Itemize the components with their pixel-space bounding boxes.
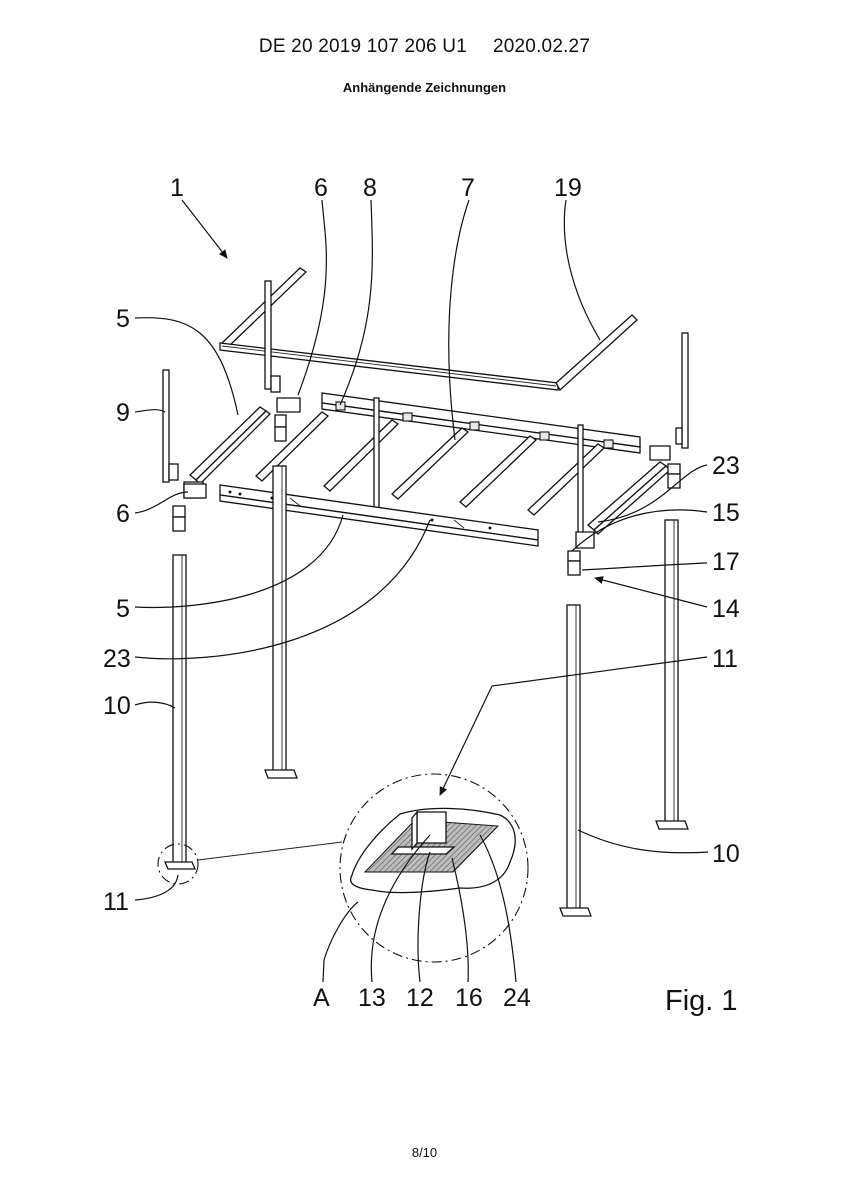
ref-6-left: 6 [116,500,130,528]
ref-1: 1 [170,174,184,202]
ref-12: 12 [406,984,434,1012]
ref-23-left: 23 [103,645,131,673]
ref-11-right: 11 [712,645,738,673]
publication-number: DE 20 2019 107 206 U1 [258,36,467,57]
ref-13: 13 [358,984,386,1012]
ref-19: 19 [554,174,582,202]
connectors [172,414,681,576]
leader-lines [134,199,709,983]
ref-17: 17 [712,548,740,576]
ref-10-right: 10 [712,840,740,868]
rod-back-left [264,280,281,393]
ref-14: 14 [712,595,740,623]
ref-6-top: 6 [314,174,328,202]
ref-15: 15 [712,499,740,527]
drawings-subtitle: Anhängende Zeichnungen [342,80,507,95]
ref-5-top: 5 [116,305,130,333]
top-frame-19 [219,267,638,392]
ref-10-left: 10 [103,692,131,720]
cross-slats-7 [255,411,606,516]
rod-9 [162,369,179,483]
ref-24: 24 [503,984,531,1012]
post-back-right [655,519,689,830]
ref-23-right: 23 [712,452,740,480]
post-front-left [164,554,196,870]
post-front-right [559,604,592,917]
ref-9: 9 [116,399,130,427]
figure-label: Fig. 1 [665,985,738,1017]
post-back-left [264,465,298,779]
detail-marker-small [157,843,199,885]
ref-16: 16 [455,984,483,1012]
page-number: 8/10 [411,1145,438,1160]
ref-5-bottom: 5 [116,595,130,623]
brackets-6 [183,397,301,499]
back-beam [321,392,641,454]
publication-date: 2020.02.27 [493,36,591,57]
detail-view-A [339,773,529,963]
rod-back-right [675,332,689,449]
ref-7: 7 [461,174,475,202]
front-beam [219,484,539,547]
ref-A: A [313,984,330,1012]
ref-11-left: 11 [103,888,129,916]
reference-numerals: 1 6 8 7 19 5 9 6 23 15 17 14 5 23 11 10 … [103,174,740,1017]
ref-8: 8 [363,174,377,202]
document-header: DE 20 2019 107 206 U1 2020.02.27 [0,36,849,58]
